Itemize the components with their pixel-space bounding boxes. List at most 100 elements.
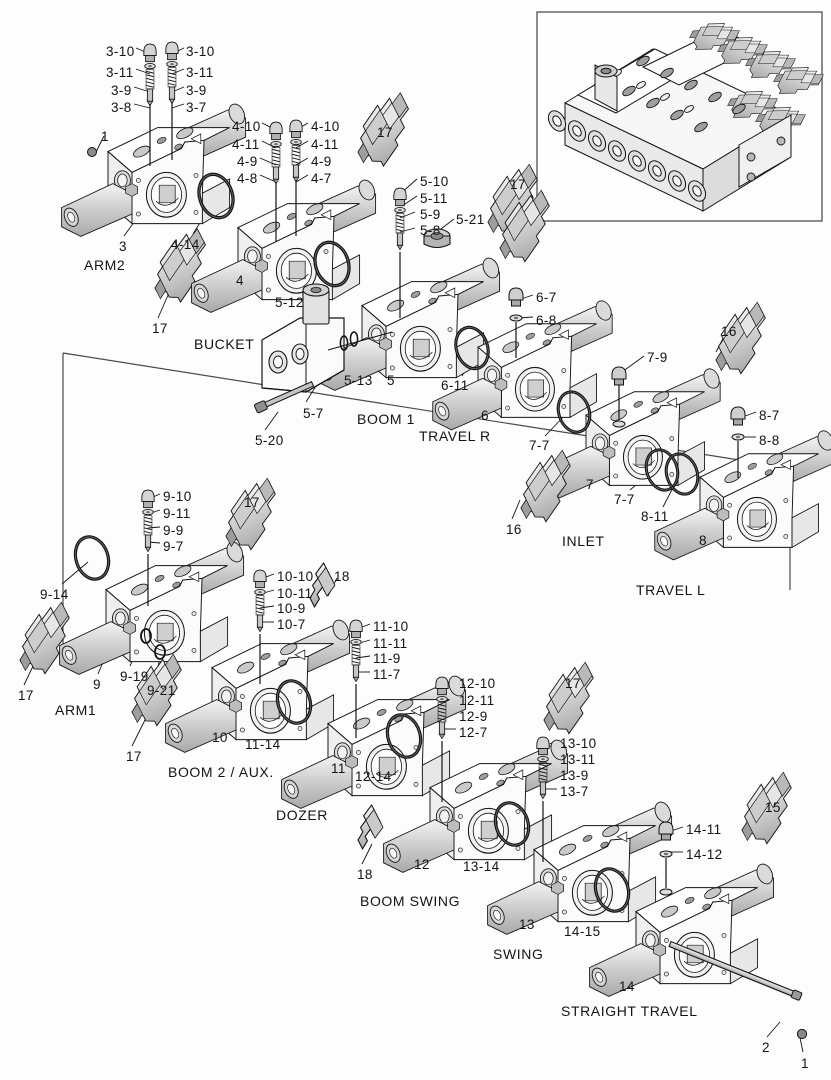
part-label-17: 17 [510,177,526,192]
part-label-5-8: 5-8 [420,223,441,238]
part-label-10-9: 10-9 [277,601,306,616]
part-label-4-11: 4-11 [311,137,339,152]
oring-9-21 [154,644,166,660]
part-label-5: 5 [387,373,395,388]
part-label-11-11: 11-11 [373,636,408,651]
part-label-6-7: 6-7 [536,290,557,305]
part-label-4-9: 4-9 [237,154,258,169]
part-label-17: 17 [377,125,393,140]
part-label-7-7: 7-7 [614,492,635,507]
part-label-6-8: 6-8 [536,313,557,328]
part-label-13-10: 13-10 [560,736,597,751]
part-label-10-10: 10-10 [277,569,314,584]
part-label-4-14: 4-14 [171,237,200,252]
part-label-10-7: 10-7 [277,617,306,632]
section-title-arm2: ARM2 [84,257,126,273]
part-label-13: 13 [519,917,535,932]
assembled-valve-inset [536,11,824,222]
part-label-3-7: 3-7 [186,100,207,115]
part-label-3-11: 3-11 [186,65,214,80]
part-label-11: 11 [331,761,346,776]
part-label-5-20: 5-20 [255,433,284,448]
part-label-17: 17 [565,676,581,691]
part-label-18: 18 [334,569,350,584]
section-title-bucket: BUCKET [194,336,255,352]
part-label-4-11: 4-11 [232,137,260,152]
part-label-9-9: 9-9 [163,523,184,538]
part-label-4-7: 4-7 [311,171,332,186]
part-label-17: 17 [126,749,142,764]
part-label-16: 16 [506,522,522,537]
part-label-3-9: 3-9 [111,83,132,98]
section-title-inlet: INLET [562,533,605,549]
part-label-13-9: 13-9 [560,768,589,783]
plug-item-1a [87,147,97,157]
oring-9-19 [140,628,152,644]
sub-valve-5-7 [254,283,393,414]
plug-6-7 [508,287,524,307]
plug-8-7 [730,406,746,426]
part-label-10: 10 [212,730,228,745]
nut-item-1b [796,1028,808,1040]
section-title-swing: SWING [493,946,544,962]
plug-14-11 [658,821,674,841]
oring-9-14 [68,530,116,586]
section-title-boom-swing: BOOM SWING [360,893,461,909]
part-label-1: 1 [101,129,109,144]
part-label-4-8: 4-8 [237,171,258,186]
plug-stack-4-right [289,119,303,183]
part-label-12-9: 12-9 [459,709,488,724]
part-label-14-11: 14-11 [686,822,722,837]
part-label-11-10: 11-10 [373,619,409,634]
part-label-7-9: 7-9 [647,350,668,365]
part-label-8-7: 8-7 [759,408,780,423]
plug-stack-4-left [269,121,283,185]
part-label-13-7: 13-7 [560,784,589,799]
part-label-9: 9 [93,677,101,692]
part-label-1: 1 [801,1056,809,1071]
part-label-3: 3 [119,239,127,254]
fitting-18-lower [346,804,389,850]
section-title-boom-1: BOOM 1 [357,411,416,427]
washer-8-8 [731,433,745,441]
part-label-5-12: 5-12 [275,295,304,310]
plug-stack-3-left [143,43,157,107]
section-title-dozer: DOZER [276,807,328,823]
part-label-5-21: 5-21 [456,212,485,227]
part-label-9-14: 9-14 [40,587,69,602]
valve-section-arm1 [58,539,247,675]
section-title-travel-r: TRAVEL R [419,428,491,444]
part-label-3-10: 3-10 [186,44,215,59]
part-label-12-7: 12-7 [459,725,488,740]
part-label-9-10: 9-10 [163,489,192,504]
part-label-7: 7 [586,477,594,492]
section-title-arm1: ARM1 [55,702,97,718]
part-label-4-10: 4-10 [311,119,340,134]
cartridge-17-arm1-top [210,477,294,558]
section-title-straight-travel: STRAIGHT TRAVEL [561,1003,698,1019]
part-label-5-7: 5-7 [303,406,324,421]
part-label-7-7: 7-7 [529,438,550,453]
part-label-13-14: 13-14 [463,859,500,874]
part-label-2: 2 [762,1040,770,1055]
part-label-14-15: 14-15 [564,924,601,939]
part-label-11-14: 11-14 [245,737,281,752]
part-label-6: 6 [481,408,489,423]
part-label-9-21: 9-21 [147,683,176,698]
part-label-11-9: 11-9 [373,651,401,666]
part-label-18: 18 [357,867,373,882]
part-label-12-10: 12-10 [459,676,496,691]
part-label-4: 4 [236,273,244,288]
part-label-5-10: 5-10 [420,174,449,189]
part-label-6-11: 6-11 [441,378,469,393]
part-label-12-14: 12-14 [355,769,392,784]
part-label-12: 12 [414,857,430,872]
part-label-4-9: 4-9 [311,154,332,169]
cartridge-16-right [700,301,784,382]
part-label-3-11: 3-11 [106,65,134,80]
part-label-3-10: 3-10 [106,44,135,59]
part-label-17: 17 [152,321,168,336]
washer-14-12 [659,850,673,858]
